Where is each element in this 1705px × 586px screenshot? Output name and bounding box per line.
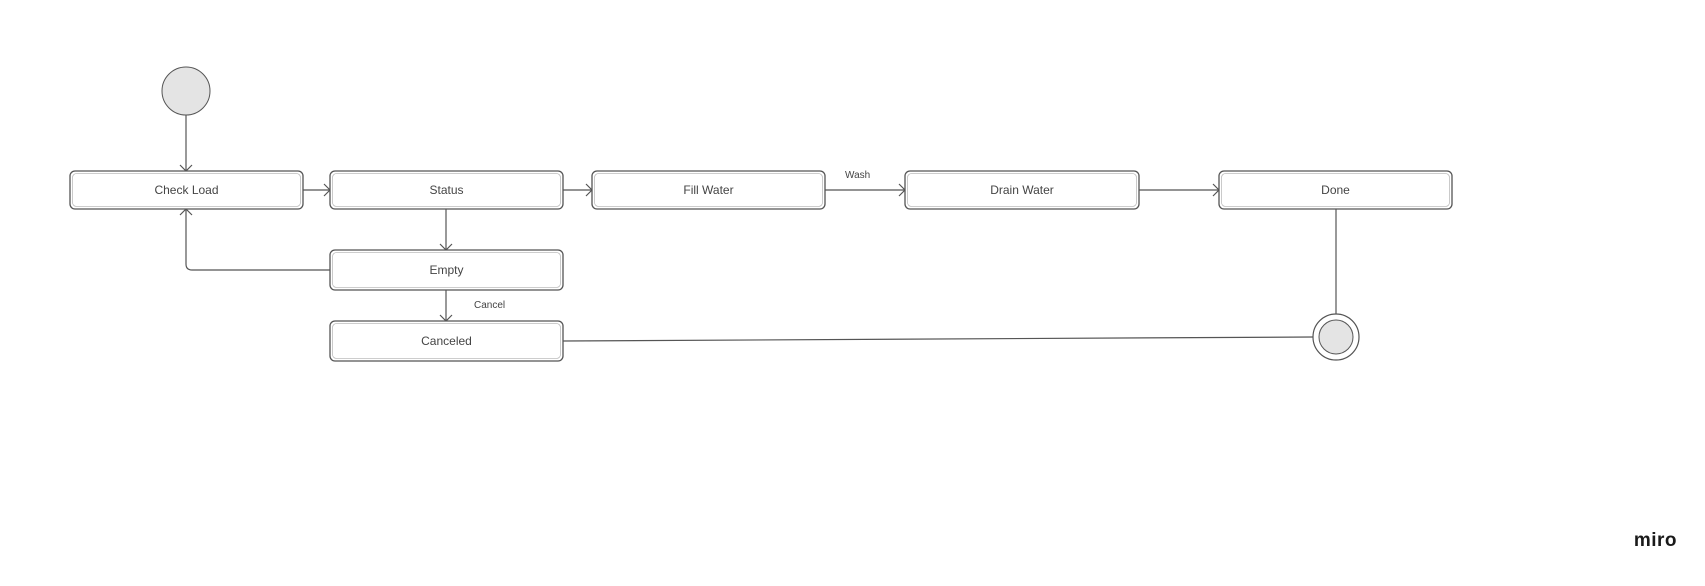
state-label: Check Load bbox=[154, 183, 218, 197]
edge-label-cancel: Cancel bbox=[474, 300, 505, 311]
state-canceled[interactable]: Canceled bbox=[329, 320, 564, 362]
edge-empty-to-check-load bbox=[185, 209, 330, 271]
final-node[interactable] bbox=[1312, 313, 1360, 361]
state-drain-water[interactable]: Drain Water bbox=[904, 170, 1140, 210]
state-status[interactable]: Status bbox=[329, 170, 564, 210]
state-label: Status bbox=[429, 183, 463, 197]
state-label: Drain Water bbox=[990, 183, 1054, 197]
miro-logo: miro bbox=[1633, 530, 1677, 551]
state-label: Fill Water bbox=[683, 183, 733, 197]
initial-node[interactable] bbox=[161, 66, 211, 116]
state-done[interactable]: Done bbox=[1218, 170, 1453, 210]
edges bbox=[179, 115, 1337, 342]
state-check-load[interactable]: Check Load bbox=[69, 170, 304, 210]
edge-label-wash: Wash bbox=[845, 170, 870, 181]
state-label: Done bbox=[1321, 183, 1350, 197]
state-fill-water[interactable]: Fill Water bbox=[591, 170, 826, 210]
state-empty[interactable]: Empty bbox=[329, 249, 564, 291]
edge-canceled-to-final bbox=[562, 336, 1314, 342]
state-label: Canceled bbox=[421, 334, 472, 348]
state-label: Empty bbox=[429, 263, 463, 277]
